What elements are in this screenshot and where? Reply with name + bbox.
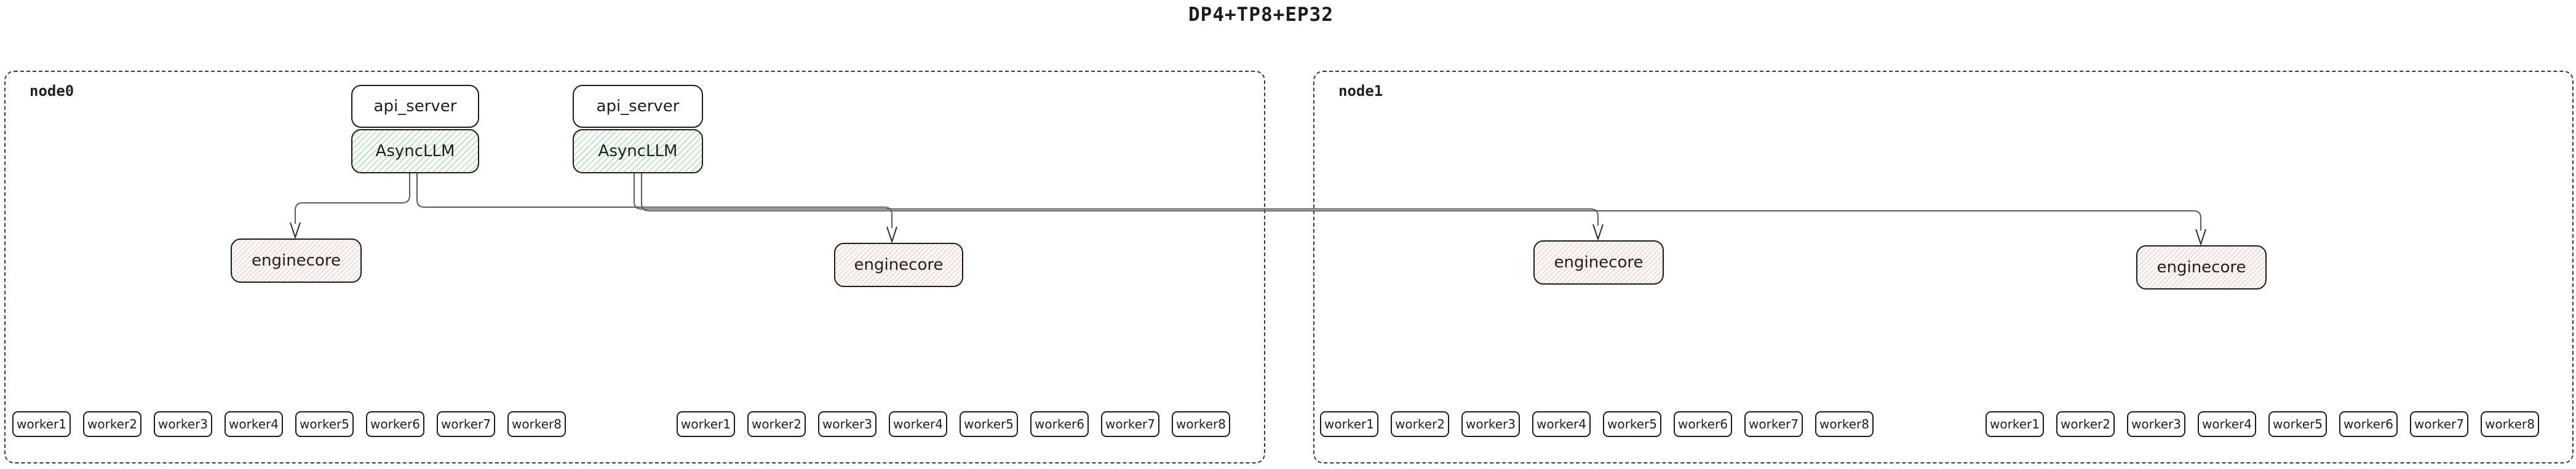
worker-box: worker2 — [2056, 411, 2115, 437]
worker-box: worker6 — [1674, 411, 1732, 437]
worker-box: worker8 — [2481, 411, 2539, 437]
node1-rect — [1313, 71, 2574, 463]
worker-box: worker6 — [366, 411, 424, 437]
worker-box: worker3 — [154, 411, 212, 437]
node0-label: node0 — [30, 82, 74, 100]
api-server-box-2: api_server — [573, 85, 703, 128]
worker-box: worker1 — [1320, 411, 1378, 437]
worker-box: worker8 — [507, 411, 566, 437]
worker-box: worker7 — [1744, 411, 1803, 437]
worker-box: worker5 — [295, 411, 354, 437]
worker-box: worker4 — [1532, 411, 1591, 437]
worker-box: worker3 — [1461, 411, 1520, 437]
enginecore-box-2: enginecore — [834, 243, 963, 287]
node1-label: node1 — [1338, 82, 1383, 100]
worker-box: worker8 — [1172, 411, 1230, 437]
api-server-box-1: api_server — [351, 85, 479, 128]
asyncllm-box-1: AsyncLLM — [351, 129, 479, 173]
worker-box: worker1 — [1986, 411, 2044, 437]
worker-box: worker1 — [677, 411, 735, 437]
worker-box: worker5 — [1603, 411, 1661, 437]
worker-box: worker8 — [1815, 411, 1874, 437]
worker-box: worker4 — [2198, 411, 2256, 437]
worker-box: worker6 — [2339, 411, 2398, 437]
worker-box: worker1 — [12, 411, 71, 437]
worker-box: worker2 — [83, 411, 141, 437]
worker-box: worker5 — [960, 411, 1018, 437]
worker-box: worker7 — [2410, 411, 2468, 437]
enginecore-box-1: enginecore — [231, 238, 362, 283]
worker-box: worker2 — [747, 411, 806, 437]
worker-box: worker6 — [1030, 411, 1089, 437]
worker-box: worker4 — [889, 411, 947, 437]
enginecore-box-4: enginecore — [2136, 245, 2267, 290]
worker-box: worker5 — [2268, 411, 2327, 437]
node0-rect — [4, 71, 1265, 463]
worker-box: worker7 — [437, 411, 495, 437]
enginecore-box-3: enginecore — [1533, 240, 1664, 285]
worker-box: worker3 — [818, 411, 877, 437]
diagram-title: DP4+TP8+EP32 — [1188, 4, 1334, 26]
worker-box: worker7 — [1101, 411, 1159, 437]
worker-box: worker4 — [225, 411, 283, 437]
asyncllm-box-2: AsyncLLM — [573, 129, 703, 173]
worker-box: worker2 — [1391, 411, 1449, 437]
worker-box: worker3 — [2127, 411, 2185, 437]
